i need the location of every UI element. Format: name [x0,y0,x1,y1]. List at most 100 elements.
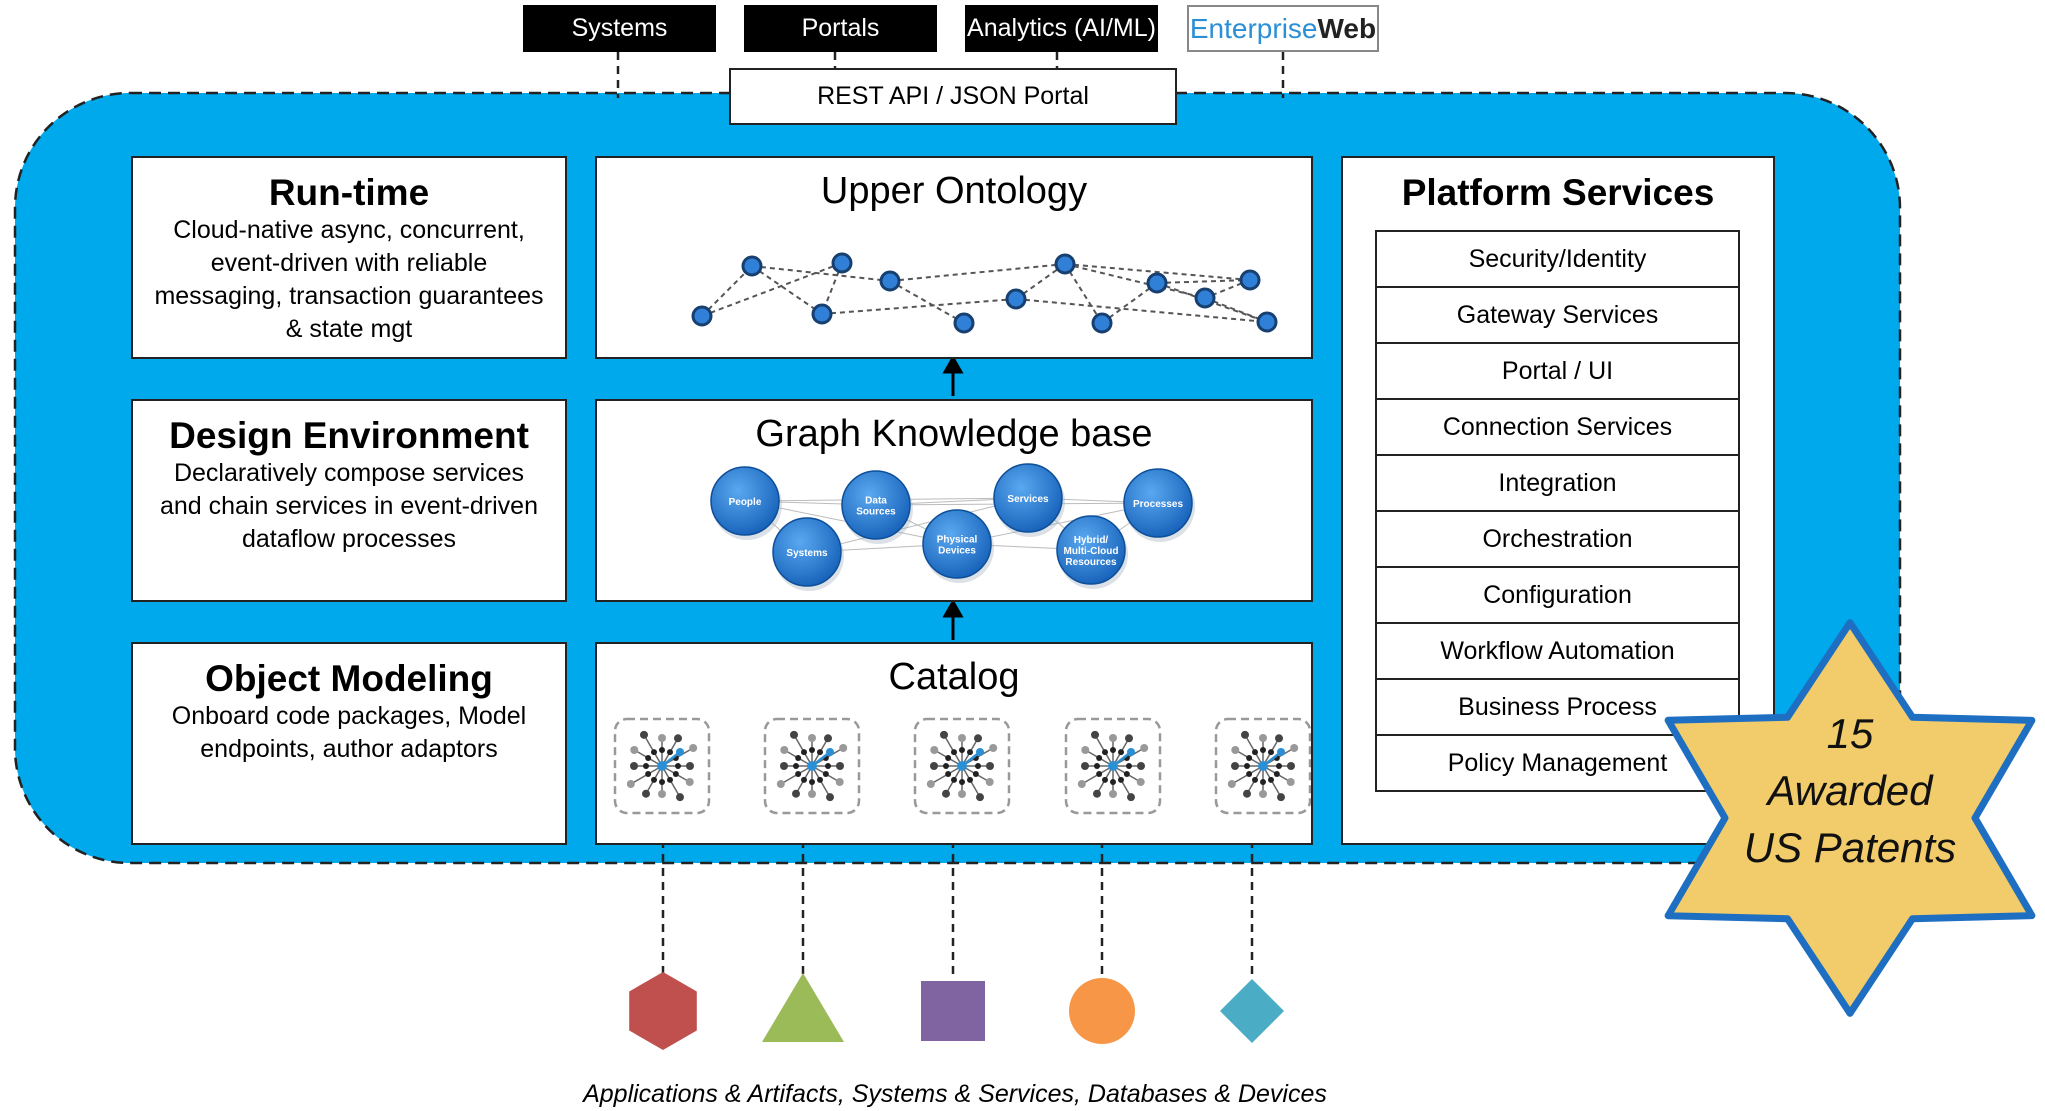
runtime-line: event-driven with reliable [210,249,488,277]
catalog-item-icon [1064,717,1162,815]
ontology-node [1194,287,1216,309]
service-item: Gateway Services [1375,286,1740,344]
top-connectors [616,52,1285,98]
design-environment-box: Design Environment Declaratively compose… [131,399,567,602]
rest-api-json-portal: REST API / JSON Portal [729,68,1177,125]
ontology-node [831,252,853,274]
catalog-item-icon [913,717,1011,815]
kg-node [710,466,780,536]
service-item: Workflow Automation [1375,622,1740,680]
kg-node [772,517,842,587]
logo-text-enterprise: Enterprise [1189,13,1318,44]
catalog-item-icon [1214,717,1311,815]
object-modeling-box: Object Modeling Onboard code packages, M… [131,642,567,845]
design-line: and chain services in event-driven [160,492,538,520]
kg-node-label: Resources [1065,557,1117,568]
kg-node [841,470,911,540]
kg-node-label: Hybrid/ [1074,535,1109,546]
tab-portals[interactable]: Portals [744,5,937,52]
modeling-title: Object Modeling [205,658,493,699]
circle-shape [1069,978,1135,1044]
sources-caption: Applications & Artifacts, Systems & Serv… [583,1080,1327,1108]
ontology-edge [1156,279,1251,284]
tab-analytics[interactable]: Analytics (AI/ML) [965,5,1158,52]
ontology-edge [701,262,843,317]
ontology-node [1054,253,1076,275]
ontology-edge [751,265,891,282]
ontology-node [879,270,901,292]
service-item: Configuration [1375,566,1740,624]
service-item: Integration [1375,454,1740,512]
ontology-node [1091,312,1113,334]
kg-node-label: Data [865,496,887,507]
kg-node [993,463,1063,533]
service-item: Portal / UI [1375,342,1740,400]
runtime-box: Run-time Cloud-native async, concurrent,… [131,156,567,359]
kg-node-label: Systems [786,548,828,559]
triangle-shape [762,973,844,1042]
ontology-edge [889,263,1066,282]
patent-badge-text: 15 Awarded US Patents [1700,705,2000,876]
flow-arrows [942,354,964,640]
ontology-edge [751,265,823,315]
service-item: Business Process [1375,678,1740,736]
ontology-edge [701,265,753,317]
catalog-item-icon [763,717,861,815]
ontology-node [741,255,763,277]
ontology-graph [691,252,1278,334]
ontology-edge [1101,282,1158,324]
service-item: Connection Services [1375,398,1740,456]
hexagon-shape [629,972,697,1050]
kg-edge [806,497,1029,553]
ontology-node [1005,288,1027,310]
patent-line: US Patents [1743,824,1957,871]
patent-count: 15 [1826,710,1874,757]
enterpriseweb-logo: EnterpriseWeb [1187,5,1379,52]
catalog-box: Catalog [595,642,1313,845]
source-shapes [629,972,1284,1050]
kg-node [1056,515,1126,585]
design-line: dataflow processes [241,525,456,553]
ontology-edge [889,280,965,324]
tab-systems[interactable]: Systems [523,5,716,52]
kg-node-label: People [729,497,762,508]
kg-node-label: Services [1007,494,1049,505]
square-shape [921,981,985,1041]
ontology-edge [1015,298,1268,323]
service-item: Orchestration [1375,510,1740,568]
ontology-node [953,312,975,334]
kg-node [922,509,992,579]
catalog-item-icon [613,717,711,815]
kg-node-label: Sources [856,507,896,518]
ontology-node [1239,269,1261,291]
platform-services-list: Security/Identity Gateway Services Porta… [1375,230,1740,792]
kg-node-label: Physical [937,535,978,546]
runtime-line: messaging, transaction guarantees [154,282,544,310]
ontology-node [1146,272,1168,294]
patent-line: Awarded [1767,767,1933,814]
ontology-edge [1064,263,1206,299]
kg-node-label: Processes [1133,499,1183,510]
kg-node-label: Multi-Cloud [1064,546,1119,557]
catalog-title: Catalog [888,656,1020,698]
catalog-items [613,717,1311,815]
ontology-node [691,305,713,327]
ontology-edge [821,298,1017,315]
graph-title: Graph Knowledge base [755,413,1153,455]
ontology-title: Upper Ontology [820,170,1088,212]
kg-node [1123,468,1193,538]
modeling-line: endpoints, author adaptors [200,735,498,763]
kg-node-label: Devices [938,546,976,557]
ontology-node [811,303,833,325]
ontology-edge [1064,263,1103,324]
ontology-edge [1204,297,1268,323]
runtime-line: Cloud-native async, concurrent, [173,216,525,244]
logo-text-web: Web [1317,13,1377,44]
runtime-line: & state mgt [285,315,413,343]
ontology-node [1256,311,1278,333]
platform-title: Platform Services [1401,172,1715,213]
design-title: Design Environment [169,415,529,456]
service-item: Security/Identity [1375,230,1740,288]
